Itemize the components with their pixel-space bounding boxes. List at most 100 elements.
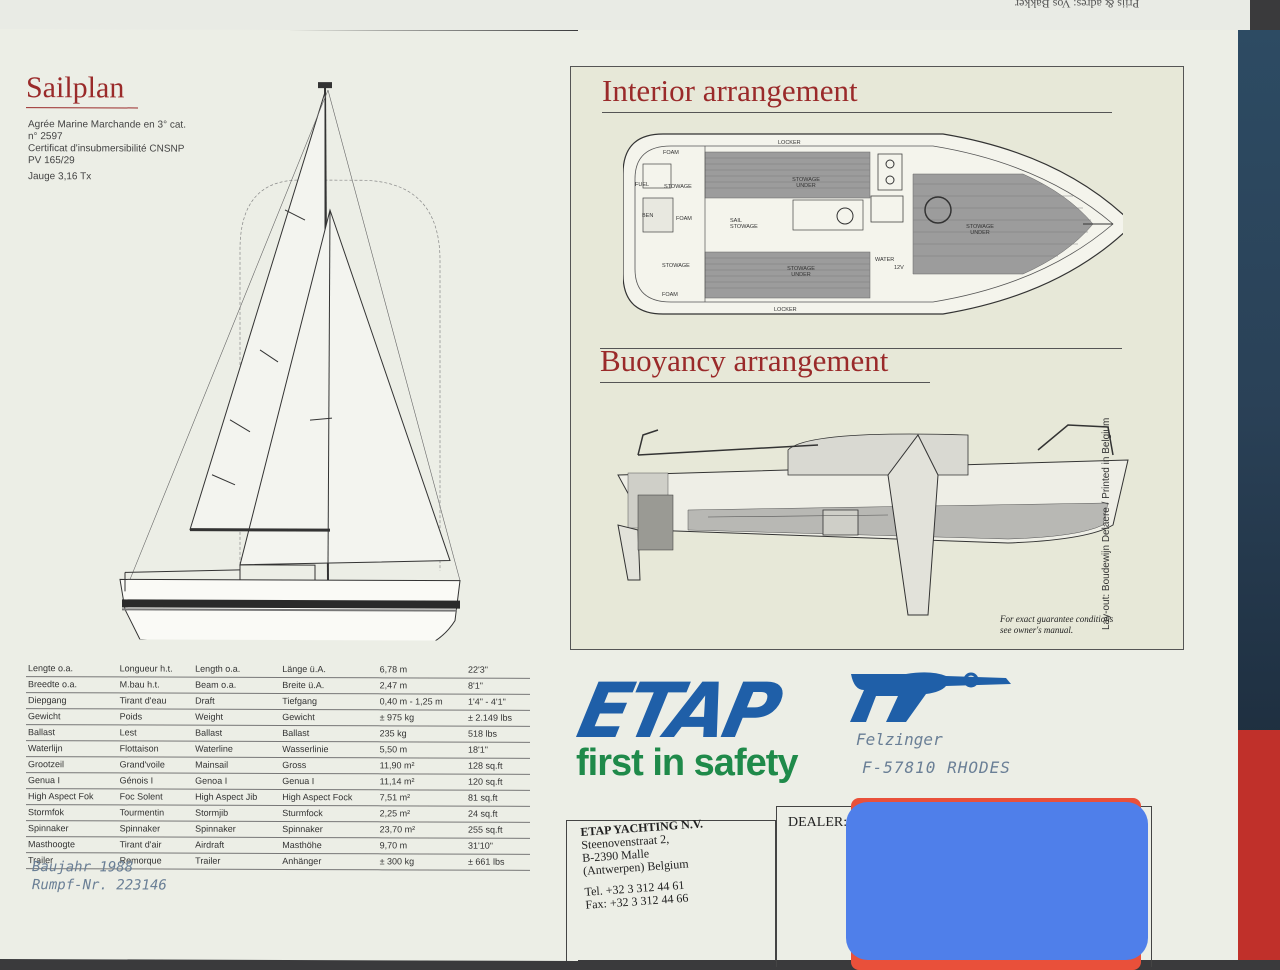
- spec-cell: Gewicht: [26, 709, 118, 725]
- label-stowage-under-3: STOWAGE UNDER: [962, 224, 998, 236]
- spec-cell: Génois I: [118, 773, 194, 789]
- address-block: ETAP YACHTING N.V. Steenovenstraat 2, B-…: [580, 817, 708, 911]
- spec-cell: Beam o.a.: [193, 677, 280, 693]
- label-foam-1: FOAM: [663, 150, 679, 156]
- spec-cell: High Aspect Jib: [193, 789, 280, 805]
- spec-cell: 255 sq.ft: [466, 822, 530, 838]
- spec-row: Lengte o.a.Longueur h.t.Length o.a.Länge…: [26, 661, 530, 678]
- spec-cell: Grootzeil: [26, 757, 118, 773]
- spec-cell: Genua I: [26, 773, 118, 789]
- label-12v: 12V: [894, 265, 904, 271]
- spec-cell: 120 sq.ft: [466, 774, 530, 790]
- spec-cell: Waterline: [193, 741, 280, 757]
- spec-cell: Spinnaker: [26, 821, 118, 837]
- guarantee-note-2: see owner's manual.: [1000, 625, 1073, 635]
- spec-cell: Genoa I: [193, 773, 280, 789]
- label-stowage-2: STOWAGE: [662, 263, 690, 269]
- spec-cell: Länge ü.A.: [280, 662, 377, 678]
- spec-cell: Wasserlinie: [280, 741, 377, 757]
- spec-cell: Ballast: [280, 725, 377, 741]
- spec-cell: 23,70 m²: [378, 822, 466, 838]
- spec-cell: Tirant d'eau: [118, 693, 194, 709]
- bird-logo-icon: [846, 662, 1021, 726]
- spec-cell: 2,25 m²: [378, 806, 466, 822]
- spec-cell: Stormjib: [193, 805, 280, 821]
- label-stowage-under-1: STOWAGE UNDER: [788, 177, 824, 189]
- spec-cell: Ballast: [193, 725, 280, 741]
- spec-cell: 1'4" - 4'1": [466, 694, 530, 710]
- spec-cell: 22'3": [466, 663, 530, 679]
- label-locker-top: LOCKER: [778, 140, 801, 146]
- spec-table: Lengte o.a.Longueur h.t.Length o.a.Länge…: [26, 661, 530, 871]
- spec-cell: Spinnaker: [280, 821, 377, 837]
- handwritten-build-year: Baujahr 1988: [32, 859, 133, 875]
- spec-cell: Lest: [118, 725, 194, 741]
- dealer-redaction-blue: [846, 802, 1148, 960]
- spec-cell: Gross: [280, 757, 377, 773]
- spec-cell: 5,50 m: [378, 742, 466, 758]
- spec-cell: 8'1": [466, 678, 530, 694]
- spec-cell: Trailer: [193, 853, 280, 869]
- spec-cell: 6,78 m: [378, 662, 466, 678]
- spec-cell: Waterlijn: [26, 741, 118, 757]
- label-sail-stowage: SAIL STOWAGE: [730, 218, 758, 230]
- spec-cell: 2,47 m: [378, 678, 466, 694]
- spec-cell: Length o.a.: [193, 662, 280, 678]
- spec-cell: Longueur h.t.: [118, 661, 194, 677]
- spec-cell: ± 300 kg: [378, 854, 466, 870]
- spec-cell: Sturmfock: [280, 805, 377, 821]
- spec-cell: Lengte o.a.: [26, 661, 118, 677]
- sailplan-drawing: [100, 79, 480, 640]
- spec-cell: Tirant d'air: [118, 837, 194, 853]
- label-fuel: FUEL: [635, 182, 649, 188]
- spec-cell: Stormfok: [26, 805, 118, 821]
- spec-cell: Flottaison: [118, 741, 194, 757]
- label-stowage-1: STOWAGE: [664, 184, 692, 190]
- spec-cell: 0,40 m - 1,25 m: [378, 694, 466, 710]
- spec-cell: Spinnaker: [118, 821, 194, 837]
- label-ben: BEN: [642, 213, 653, 219]
- spec-cell: 31'10": [466, 838, 530, 854]
- spec-cell: 11,14 m²: [378, 774, 466, 790]
- spec-cell: Tiefgang: [280, 693, 377, 709]
- spec-cell: Airdraft: [193, 837, 280, 853]
- spec-cell: M.bau h.t.: [118, 677, 194, 693]
- spec-cell: High Aspect Fok: [26, 789, 118, 805]
- buoyancy-title: Buoyancy arrangement: [600, 343, 888, 379]
- spec-cell: Breedte o.a.: [26, 677, 118, 693]
- label-stowage-under-2: STOWAGE UNDER: [783, 266, 819, 278]
- dealer-label: DEALER:: [788, 815, 847, 831]
- interior-plan: [623, 124, 1123, 324]
- side-credit: Lay-out: Boudewijn Delaere / Printed in …: [1101, 418, 1112, 630]
- guarantee-note-1: For exact guarantee conditions: [1000, 614, 1113, 624]
- label-water: WATER: [875, 257, 894, 263]
- label-locker-bottom: LOCKER: [774, 307, 797, 313]
- spec-cell: 18'1": [466, 742, 530, 758]
- interior-title: Interior arrangement: [602, 73, 858, 109]
- spec-cell: ± 975 kg: [378, 710, 466, 726]
- right-page: Interior arrangement LOCKER LOCKER FOAM …: [578, 30, 1238, 960]
- spec-cell: ± 661 lbs: [466, 854, 530, 870]
- spec-cell: Draft: [193, 693, 280, 709]
- spec-cell: Foc Solent: [118, 789, 194, 805]
- spec-cell: ± 2.149 lbs: [466, 710, 530, 726]
- buoyancy-underline: [600, 382, 930, 383]
- buoyancy-drawing: [608, 415, 1148, 625]
- spec-cell: Masthoogte: [26, 837, 118, 853]
- spec-cell: Tourmentin: [118, 805, 194, 821]
- label-foam-3: FOAM: [662, 292, 678, 298]
- top-fragment: Prijs & adres: Vos Bakker: [1015, 0, 1139, 11]
- spec-cell: 128 sq.ft: [466, 758, 530, 774]
- spec-cell: 81 sq.ft: [466, 790, 530, 806]
- spec-cell: 24 sq.ft: [466, 806, 530, 822]
- spec-cell: 9,70 m: [378, 838, 466, 854]
- spec-cell: 7,51 m²: [378, 790, 466, 806]
- spec-cell: Spinnaker: [193, 821, 280, 837]
